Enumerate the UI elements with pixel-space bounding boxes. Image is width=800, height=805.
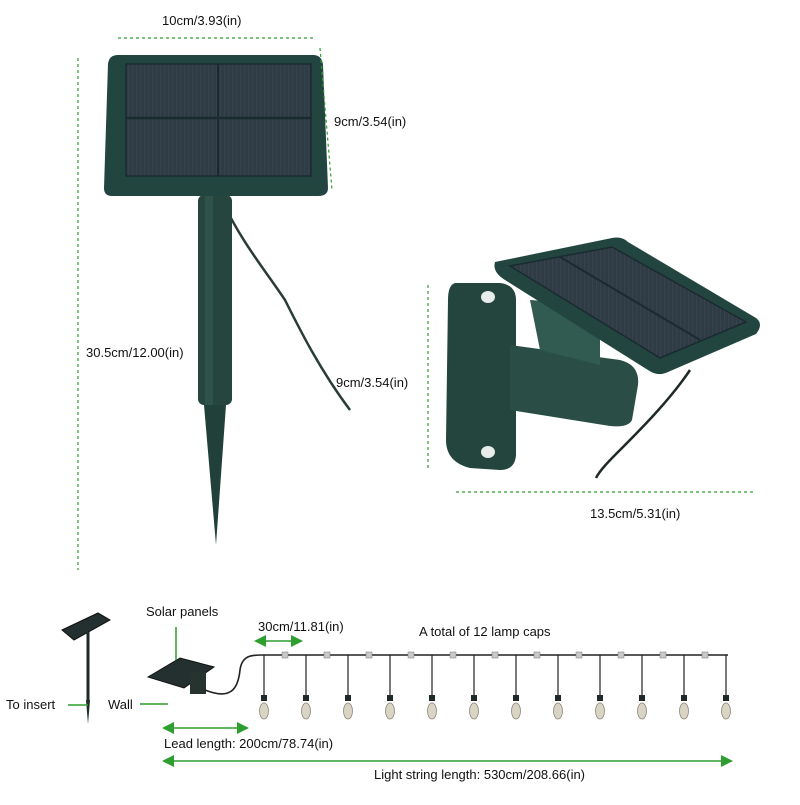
lamp-cap — [679, 655, 689, 720]
stake-panel-width-label: 10cm/3.93(in) — [162, 13, 242, 28]
string-clip — [407, 651, 415, 659]
lead-length-label: Lead length: 200cm/78.74(in) — [164, 736, 334, 751]
lamp-caps — [259, 651, 731, 720]
string-clip — [323, 651, 331, 659]
mini-stake-panel — [61, 612, 112, 724]
lamp-cap — [721, 655, 731, 720]
lamp-caps-label: A total of 12 lamp caps — [419, 624, 551, 639]
string-overview — [61, 612, 731, 724]
wall-dimension-lines — [427, 285, 756, 493]
lamp-cap — [385, 655, 395, 720]
wall-panel-width-label: 13.5cm/5.31(in) — [590, 506, 681, 521]
lamp-cap — [301, 655, 311, 720]
string-clip — [575, 651, 583, 659]
string-clip — [491, 651, 499, 659]
string-clip — [617, 651, 625, 659]
lead-cable — [204, 654, 263, 695]
lamp-cap — [259, 655, 269, 720]
lamp-cap — [343, 655, 353, 720]
stake-dimension-lines — [77, 37, 333, 570]
stake — [198, 195, 232, 545]
stake-solar-panel — [104, 55, 328, 196]
stake-solar-light — [104, 55, 352, 545]
callouts — [68, 627, 733, 767]
cable — [220, 199, 352, 411]
lamp-cap — [595, 655, 605, 720]
string-clip — [449, 651, 457, 659]
stake-total-height-label: 30.5cm/12.00(in) — [86, 345, 184, 360]
string-clip — [533, 651, 541, 659]
lamp-cap — [637, 655, 647, 720]
spacing-label: 30cm/11.81(in) — [258, 619, 344, 634]
solar-panels-label: Solar panels — [146, 604, 219, 619]
lamp-cap — [511, 655, 521, 720]
wall-solar-light — [446, 237, 760, 479]
string-length-label: Light string length: 530cm/208.66(in) — [374, 767, 586, 782]
lamp-cap — [469, 655, 479, 720]
lamp-cap — [553, 655, 563, 720]
wall-bracket — [446, 283, 516, 470]
to-insert-label: To insert — [6, 697, 56, 712]
lamp-cap — [427, 655, 437, 720]
string-clip — [659, 651, 667, 659]
wall-solar-panel — [494, 237, 760, 375]
wall-cable — [594, 369, 692, 479]
string-clip — [701, 651, 709, 659]
wall-label: Wall — [108, 697, 133, 712]
string-clip — [365, 651, 373, 659]
wall-panel-height-label: 9cm/3.54(in) — [336, 375, 409, 390]
stake-panel-height-label: 9cm/3.54(in) — [334, 114, 407, 129]
mini-wall-panel — [146, 657, 216, 694]
string-clip — [281, 651, 289, 659]
